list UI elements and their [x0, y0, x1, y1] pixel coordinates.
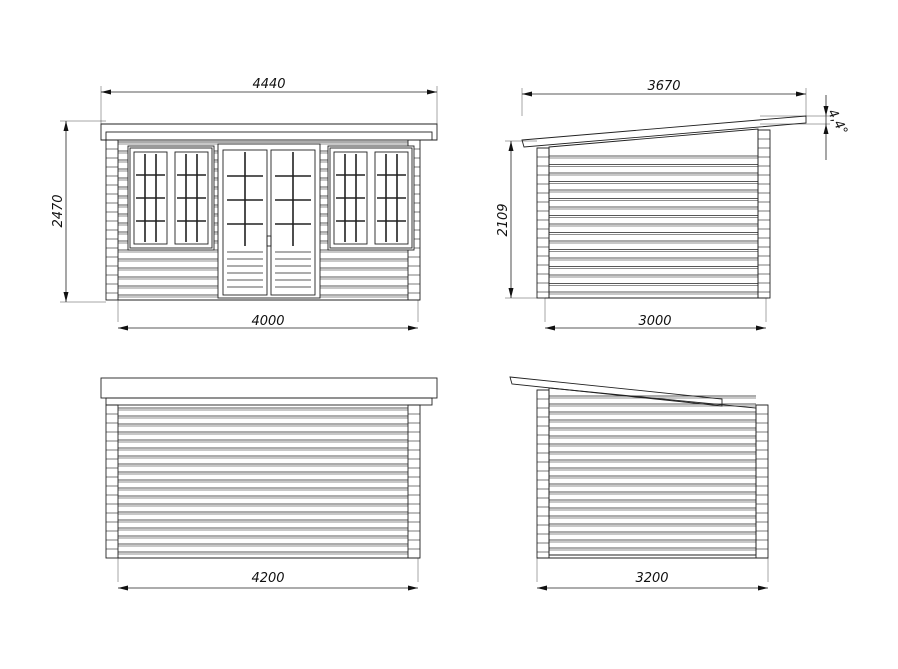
- dimension-arrow: [796, 91, 806, 97]
- side-elevation-left: [509, 376, 769, 559]
- dimension-arrow: [823, 106, 829, 116]
- dimension-arrow: [408, 585, 418, 591]
- corner-post: [407, 404, 421, 559]
- roof-edge: [105, 131, 433, 141]
- corner-post: [536, 389, 550, 559]
- dim-front-wall-width: 4000: [251, 314, 284, 329]
- window-sash: [133, 151, 168, 245]
- door-leaf: [270, 149, 316, 296]
- dim-front-height: 2470: [51, 194, 66, 227]
- corner-post: [105, 139, 119, 301]
- window-sash: [174, 151, 209, 245]
- front-elevation: [100, 123, 438, 301]
- door-leaf: [222, 149, 268, 296]
- dimension-lines: [60, 86, 830, 591]
- back-elevation: [100, 377, 438, 559]
- window-sash: [374, 151, 409, 245]
- side-wall: [548, 387, 757, 556]
- dimension-arrow: [522, 91, 532, 97]
- window-sash: [333, 151, 368, 245]
- dimension-arrow: [758, 585, 768, 591]
- roof-fascia: [100, 123, 438, 141]
- dim-side-wall-width: 3000: [638, 314, 671, 329]
- dim-front-overall-width: 4440: [252, 77, 285, 92]
- dimension-arrow: [756, 325, 766, 331]
- window-frame: [329, 147, 413, 249]
- dimension-arrow: [63, 292, 69, 302]
- dimension-arrow: [545, 325, 555, 331]
- roof-fascia: [100, 377, 438, 399]
- dimension-arrow: [408, 325, 418, 331]
- dimension-arrow: [537, 585, 547, 591]
- dim-side-height: 2109: [496, 203, 511, 236]
- corner-post: [536, 147, 550, 299]
- dimension-arrow: [823, 124, 829, 134]
- side-wall: [548, 128, 759, 299]
- corner-post: [755, 404, 769, 559]
- window-frame: [129, 147, 213, 249]
- double-door: [217, 143, 321, 299]
- side-elevation-right: [521, 115, 807, 299]
- roof-slope: [521, 115, 807, 148]
- dimension-arrow: [508, 141, 514, 151]
- dim-side-overall-width: 3670: [647, 79, 680, 94]
- dimension-arrow: [427, 89, 437, 95]
- dim-back-wall-width: 4200: [251, 571, 284, 586]
- dimension-arrow: [118, 585, 128, 591]
- door-handle: [266, 235, 272, 247]
- corner-post: [757, 129, 771, 299]
- dimension-arrow: [118, 325, 128, 331]
- corner-post: [105, 404, 119, 559]
- roof-edge: [105, 397, 433, 406]
- dimension-arrow: [63, 121, 69, 131]
- dimension-arrow: [508, 288, 514, 298]
- dimension-arrow: [101, 89, 111, 95]
- dim-side2-wall-width: 3200: [635, 571, 668, 586]
